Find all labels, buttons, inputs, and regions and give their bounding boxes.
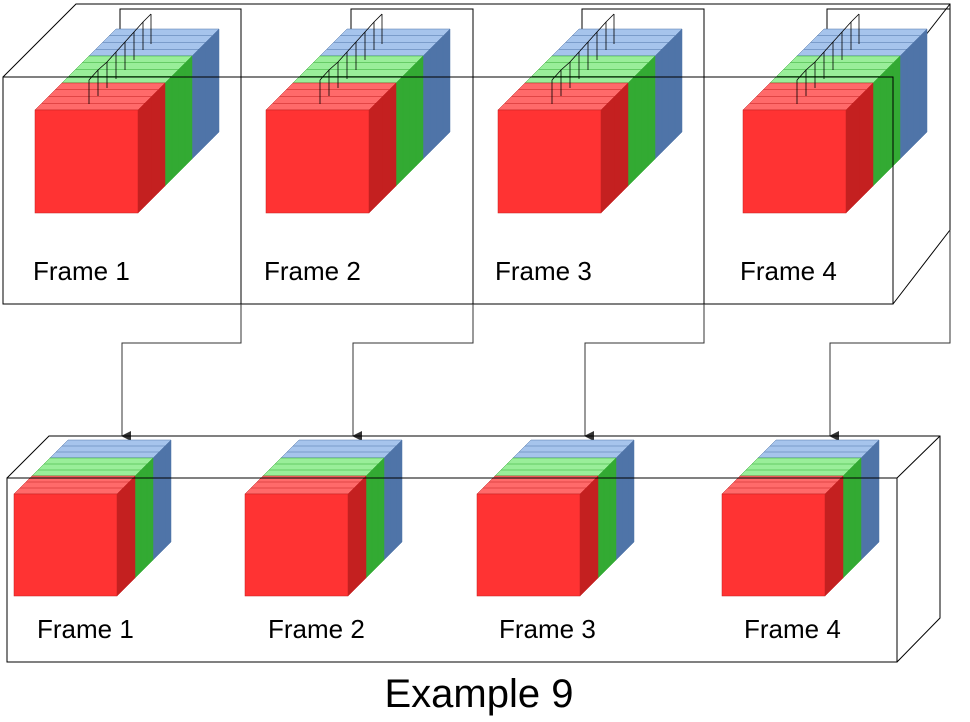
diagram-caption: Example 9: [385, 672, 574, 716]
bottom-frame-3-label: Frame 3: [499, 614, 596, 644]
bottom-cube-2-blue-channel-top: [280, 439, 403, 459]
top-cube-1-tick-stair: [88, 13, 152, 81]
bottom-cube-3-red-channel: [476, 475, 599, 597]
bottom-cube-4-blue-channel-top: [757, 439, 880, 459]
top-cube-ticks: [88, 13, 860, 104]
top-frame-1-label: Frame 1: [33, 256, 130, 286]
bottom-cube-1-green-channel-side: [134, 457, 154, 579]
top-cube-4-tick-stair: [796, 13, 860, 81]
bottom-cube-4-red-channel: [721, 475, 844, 597]
top-cube-3-red-channel: [497, 82, 629, 214]
top-frame-3-label: Frame 3: [495, 256, 592, 286]
bottom-cube-2-red-channel: [244, 475, 367, 597]
bottom-cube-3-green-channel-side: [597, 457, 617, 579]
bottom-cube-4-red-channel-side: [824, 475, 844, 597]
bottom-box-front-face: [6, 477, 898, 663]
arrow-frame-1: [121, 304, 242, 441]
top-cube-3: [497, 28, 683, 214]
bottom-cube-1: [13, 439, 172, 597]
bottom-cube-1-red-channel: [13, 475, 136, 597]
top-cube-1: [34, 28, 220, 214]
bottom-cube-2-red-channel-side: [347, 475, 367, 597]
top-cube-2: [265, 28, 451, 214]
bottom-cube-4-green-channel-side: [842, 457, 862, 579]
top-cube-1-red-channel-front: [34, 109, 139, 214]
top-box-front-face: [2, 76, 894, 305]
arrow-frame-2: [352, 304, 474, 441]
bottom-cube-2-red-channel-front: [244, 493, 349, 597]
bottom-cube-4-green-channel-top: [739, 457, 862, 477]
bottom-cube-2-red-channel-top: [244, 475, 367, 495]
bottom-cube-2-blue-channel-side: [383, 439, 403, 561]
top-cube-4-red-channel-front: [742, 109, 847, 214]
top-cube-4-red-channel: [742, 82, 874, 214]
bottom-cube-2-green-channel-side: [365, 457, 385, 579]
bottom-frame-1-label: Frame 1: [37, 614, 134, 644]
bottom-cube-3-green-channel-top: [494, 457, 617, 477]
bottom-cube-1-blue-channel-top: [49, 439, 172, 459]
bottom-cube-3-red-channel-top: [476, 475, 599, 495]
top-cube-3-tick-stair: [551, 13, 615, 81]
bottom-cube-3-red-channel-side: [579, 475, 599, 597]
bottom-cube-4-red-channel-front: [721, 493, 826, 597]
top-cube-1-red-channel: [34, 82, 166, 214]
top-cube-2-red-channel-front: [265, 109, 370, 214]
bottom-cube-1-red-channel-side: [116, 475, 136, 597]
bottom-cube-3-red-channel-front: [476, 493, 581, 597]
bottom-cube-4: [721, 439, 880, 597]
top-cube-3-red-channel-front: [497, 109, 602, 214]
top-frame-2-label: Frame 2: [264, 256, 361, 286]
bottom-cube-3-blue-channel-top: [512, 439, 635, 459]
bottom-cube-2-green-channel-top: [262, 457, 385, 477]
bottom-cube-1-red-channel-front: [13, 493, 118, 597]
bottom-container-box: [6, 435, 941, 663]
bottom-cube-1-green-channel-top: [31, 457, 154, 477]
bottom-frame-2-label: Frame 2: [268, 614, 365, 644]
bottom-frame-cubes: [13, 439, 880, 597]
arrow-frame-4: [829, 230, 951, 441]
arrow-frame-3: [584, 304, 705, 441]
top-cube-2-tick-stair: [319, 13, 383, 81]
bottom-cube-3: [476, 439, 635, 597]
bottom-cube-1-blue-channel-side: [152, 439, 172, 561]
top-frame-cubes: [34, 28, 928, 214]
top-frame-4-label: Frame 4: [740, 256, 837, 286]
bottom-cube-4-red-channel-top: [721, 475, 844, 495]
top-cube-4: [742, 28, 928, 214]
bottom-frame-4-label: Frame 4: [744, 614, 841, 644]
bottom-box-depth-edge: [896, 435, 941, 479]
transfer-arrows: [121, 230, 951, 441]
bottom-cube-3-blue-channel-side: [615, 439, 635, 561]
bottom-cube-2: [244, 439, 403, 597]
bottom-cube-1-red-channel-top: [13, 475, 136, 495]
bottom-cube-4-blue-channel-side: [860, 439, 880, 561]
top-cube-2-red-channel: [265, 82, 397, 214]
